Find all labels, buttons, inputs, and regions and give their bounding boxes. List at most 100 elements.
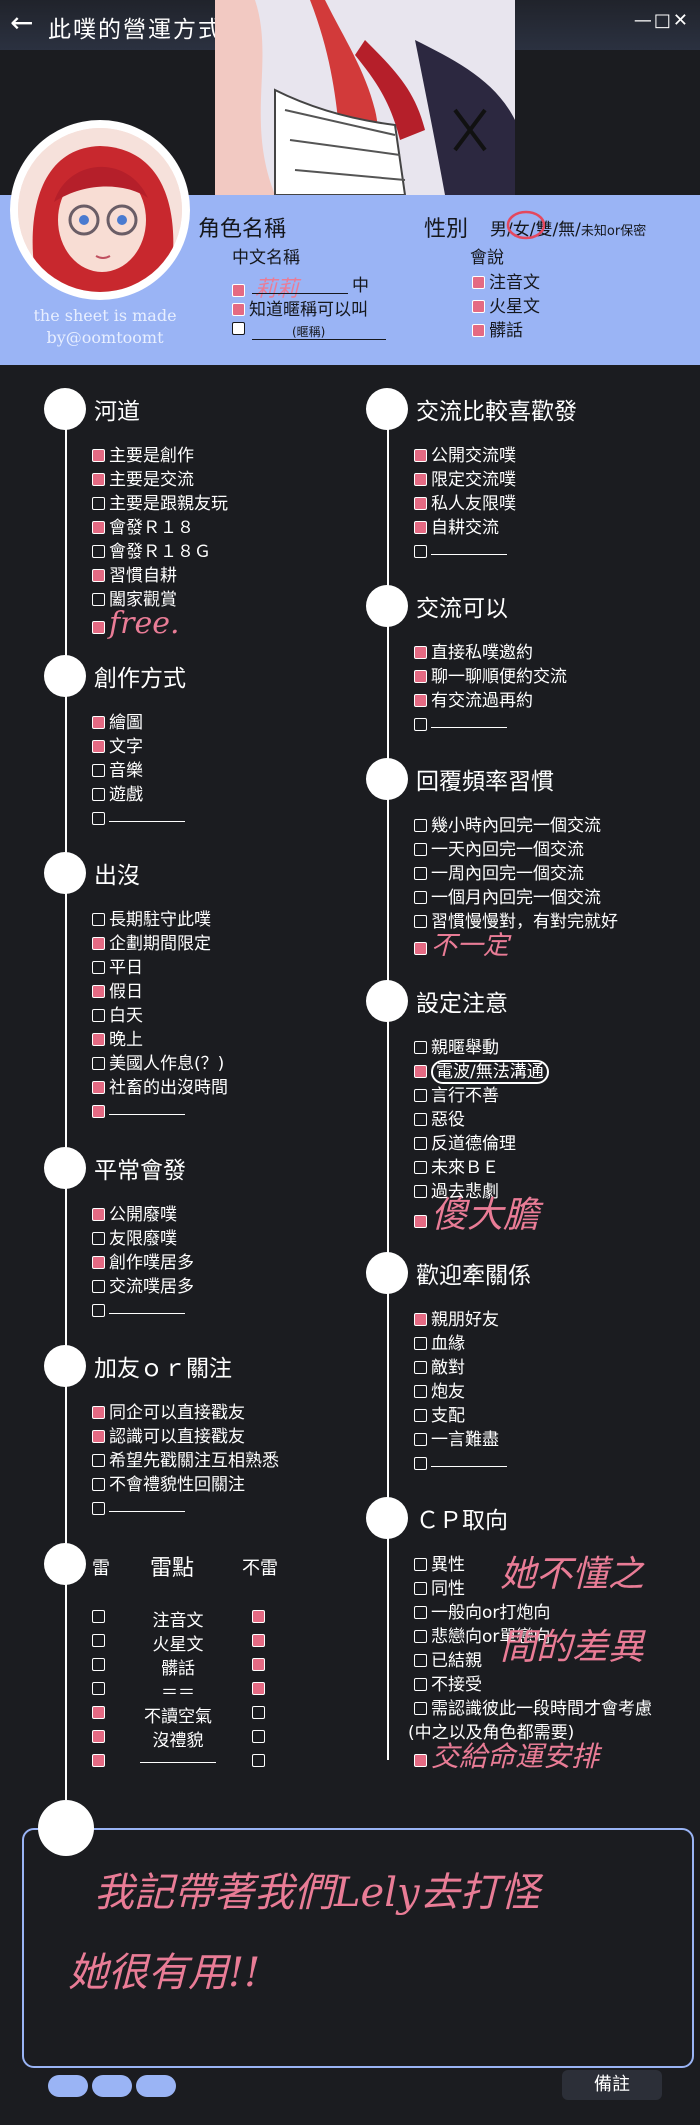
option-item[interactable]: 異性 xyxy=(414,1553,652,1577)
option-item[interactable]: 敵對 xyxy=(414,1356,507,1380)
option-item[interactable]: 親朋好友 xyxy=(414,1308,507,1332)
option-item[interactable]: 不接受 xyxy=(414,1673,652,1697)
not-mine-checkbox[interactable] xyxy=(252,1610,265,1623)
not-mine-checkbox[interactable] xyxy=(252,1682,265,1695)
option-item[interactable]: 音樂 xyxy=(92,759,185,783)
option-item[interactable]: 認識可以直接戳友 xyxy=(92,1425,279,1449)
option-item[interactable]: 惡役 xyxy=(414,1108,549,1132)
option-item[interactable] xyxy=(414,713,567,737)
mine-checkbox[interactable] xyxy=(92,1610,105,1623)
option-item[interactable]: 聊一聊順便約交流 xyxy=(414,665,567,689)
option-item[interactable]: 闔家觀賞 xyxy=(92,588,228,612)
option-item[interactable]: 主要是創作 xyxy=(92,444,228,468)
option-item[interactable]: 希望先戳關注互相熟悉 xyxy=(92,1449,279,1473)
option-item[interactable]: 幾小時內回完一個交流 xyxy=(414,814,618,838)
option-item[interactable]: 親暱舉動 xyxy=(414,1036,549,1060)
option-item[interactable]: 一個月內回完一個交流 xyxy=(414,886,618,910)
cn-name-row: 莉莉 xyxy=(232,271,298,303)
mine-checkbox[interactable] xyxy=(92,1682,105,1695)
option-item[interactable]: 繪圖 xyxy=(92,711,185,735)
option-item[interactable]: 自耕交流 xyxy=(414,516,516,540)
mine-row xyxy=(92,1749,282,1773)
cn-name-checkbox[interactable] xyxy=(232,284,245,297)
option-item[interactable]: 同企可以直接戳友 xyxy=(92,1401,279,1425)
back-arrow-icon[interactable]: ← xyxy=(10,6,34,39)
know-nick-checkbox[interactable] xyxy=(232,303,245,316)
option-item[interactable]: 主要是跟親友玩 xyxy=(92,492,228,516)
option-list: 親朋好友 血緣 敵對 炮友 支配 一言難盡 xyxy=(414,1308,507,1476)
option-item[interactable]: 美國人作息(？) xyxy=(92,1052,228,1076)
mine-checkbox[interactable] xyxy=(92,1658,105,1671)
not-mine-checkbox[interactable] xyxy=(252,1730,265,1743)
option-item[interactable]: 習慣慢慢對，有對完就好 xyxy=(414,910,618,934)
option-item[interactable]: 反道德倫理 xyxy=(414,1132,549,1156)
option-item[interactable]: 悲戀向or單戀向 xyxy=(414,1625,652,1649)
window-controls[interactable]: —□✕ xyxy=(633,10,690,31)
mine-checkbox[interactable] xyxy=(92,1634,105,1647)
option-item[interactable] xyxy=(414,540,516,564)
option-item[interactable]: 需認識彼此一段時間才會考慮 xyxy=(414,1697,652,1721)
option-item[interactable]: 限定交流噗 xyxy=(414,468,516,492)
option-item[interactable]: 私人友限噗 xyxy=(414,492,516,516)
option-item[interactable]: 傻大膽 xyxy=(414,1198,549,1234)
option-item[interactable]: 晚上 xyxy=(92,1028,228,1052)
option-item[interactable]: 一言難盡 xyxy=(414,1428,507,1452)
mine-checkbox[interactable] xyxy=(92,1730,105,1743)
mine-row: 不讀空氣 xyxy=(92,1701,282,1727)
mine-checkbox[interactable] xyxy=(92,1706,105,1719)
option-item[interactable]: 不會禮貌性回關注 xyxy=(92,1473,279,1497)
option-item[interactable]: 一般向or打炮向 xyxy=(414,1601,652,1625)
mine-checkbox[interactable] xyxy=(92,1754,105,1767)
not-mine-checkbox[interactable] xyxy=(252,1706,265,1719)
option-item[interactable]: 公開交流噗 xyxy=(414,444,516,468)
option-item[interactable]: 假日 xyxy=(92,980,228,1004)
option-item[interactable]: 社畜的出沒時間 xyxy=(92,1076,228,1100)
option-item[interactable]: 主要是交流 xyxy=(92,468,228,492)
option-item[interactable]: 電波/無法溝通 xyxy=(414,1060,549,1084)
option-item[interactable]: 已結親 xyxy=(414,1649,652,1673)
option-item[interactable] xyxy=(92,1497,279,1521)
option-item[interactable]: 一天內回完一個交流 xyxy=(414,838,618,862)
option-item[interactable]: 白天 xyxy=(92,1004,228,1028)
page-pill[interactable] xyxy=(136,2075,176,2097)
option-item[interactable] xyxy=(92,1100,228,1124)
page-pill[interactable] xyxy=(48,2075,88,2097)
option-item[interactable]: 平日 xyxy=(92,956,228,980)
option-item[interactable]: 交給命運安排 xyxy=(414,1743,652,1771)
option-item[interactable] xyxy=(92,807,185,831)
option-item[interactable]: 過去悲劇 xyxy=(414,1180,549,1204)
option-item[interactable]: 文字 xyxy=(92,735,185,759)
option-item[interactable]: 交流噗居多 xyxy=(92,1275,194,1299)
option-item[interactable]: 友限廢噗 xyxy=(92,1227,194,1251)
option-item[interactable]: free. xyxy=(92,609,228,639)
not-mine-checkbox[interactable] xyxy=(252,1658,265,1671)
option-item[interactable]: 未來ＢＥ xyxy=(414,1156,549,1180)
option-item[interactable]: 血緣 xyxy=(414,1332,507,1356)
option-item[interactable]: 炮友 xyxy=(414,1380,507,1404)
option-item[interactable]: 言行不善 xyxy=(414,1084,549,1108)
notes-box[interactable]: 我記帶著我們Lely去打怪 她很有用!! xyxy=(22,1828,694,2068)
option-item[interactable] xyxy=(414,1452,507,1476)
option-item[interactable]: 不一定 xyxy=(414,933,618,959)
option-item[interactable]: 同性 xyxy=(414,1577,652,1601)
not-mine-checkbox[interactable] xyxy=(252,1754,265,1767)
option-item[interactable]: 會發Ｒ１８ xyxy=(92,516,228,540)
page-pill[interactable] xyxy=(92,2075,132,2097)
option-item[interactable]: 企劃期間限定 xyxy=(92,932,228,956)
option-item[interactable]: 支配 xyxy=(414,1404,507,1428)
page-title: 此噗的營運方式 xyxy=(48,17,223,43)
option-item[interactable]: 長期駐守此噗 xyxy=(92,908,228,932)
option-item[interactable]: 習慣自耕 xyxy=(92,564,228,588)
option-item[interactable]: 創作噗居多 xyxy=(92,1251,194,1275)
lang-item: 火星文 xyxy=(472,295,540,319)
option-item[interactable]: 遊戲 xyxy=(92,783,185,807)
nick-checkbox[interactable] xyxy=(232,322,245,335)
option-item[interactable]: 公開廢噗 xyxy=(92,1203,194,1227)
option-item[interactable]: 一周內回完一個交流 xyxy=(414,862,618,886)
option-item[interactable]: 有交流過再約 xyxy=(414,689,567,713)
option-item[interactable]: 會發Ｒ１８Ｇ xyxy=(92,540,228,564)
option-item[interactable] xyxy=(92,1299,194,1323)
memo-button[interactable]: 備註 xyxy=(562,2070,662,2100)
option-item[interactable]: 直接私噗邀約 xyxy=(414,641,567,665)
not-mine-checkbox[interactable] xyxy=(252,1634,265,1647)
